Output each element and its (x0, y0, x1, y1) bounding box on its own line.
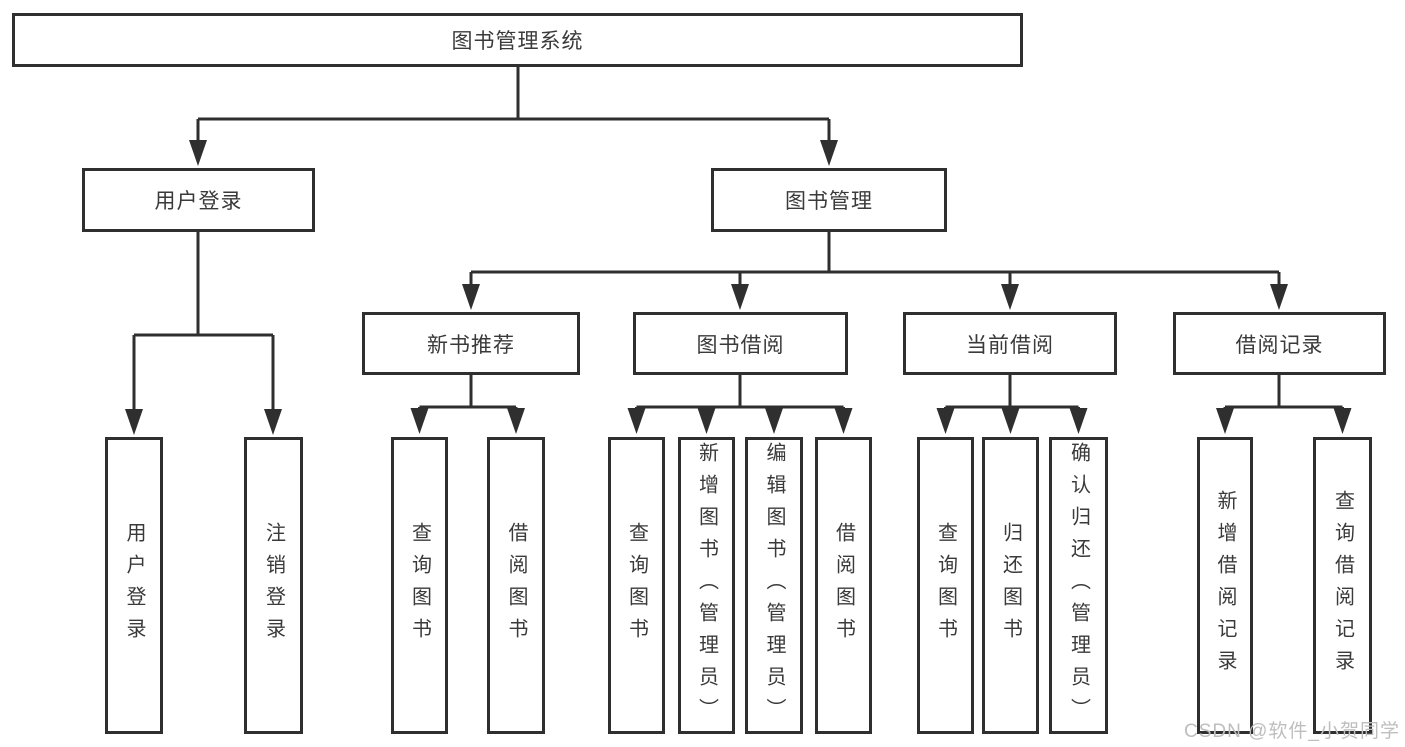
node-user-login: 用户登录 (82, 168, 315, 232)
leaf-borrow-books-recommend: 借阅图书 (487, 437, 545, 734)
node-borrow-records: 借阅记录 (1173, 312, 1386, 375)
leaf-query-books-borrow: 查询图书 (608, 437, 665, 734)
csdn-watermark: CSDN @软件_小贺同学 (1184, 721, 1400, 742)
node-book-management: 图书管理 (711, 168, 947, 232)
leaf-return-books: 归还图书 (982, 437, 1039, 734)
node-current-borrow: 当前借阅 (903, 312, 1117, 375)
leaf-user-login: 用户登录 (105, 437, 163, 734)
leaf-edit-books-admin: 编辑图书（管理员） (745, 437, 803, 734)
leaf-query-books-recommend: 查询图书 (391, 437, 448, 734)
leaf-add-borrow-record: 新增借阅记录 (1197, 437, 1253, 734)
node-book-borrow: 图书借阅 (633, 312, 848, 375)
leaf-query-borrow-record: 查询借阅记录 (1313, 437, 1372, 734)
leaf-add-books-admin: 新增图书（管理员） (678, 437, 735, 734)
node-new-book-recommend: 新书推荐 (362, 312, 580, 375)
leaf-query-books-current: 查询图书 (917, 437, 974, 734)
leaf-confirm-return-admin: 确认归还（管理员） (1049, 437, 1108, 734)
leaf-logout: 注销登录 (244, 437, 303, 734)
node-library-management-system: 图书管理系统 (12, 13, 1023, 67)
leaf-borrow-books: 借阅图书 (815, 437, 872, 734)
